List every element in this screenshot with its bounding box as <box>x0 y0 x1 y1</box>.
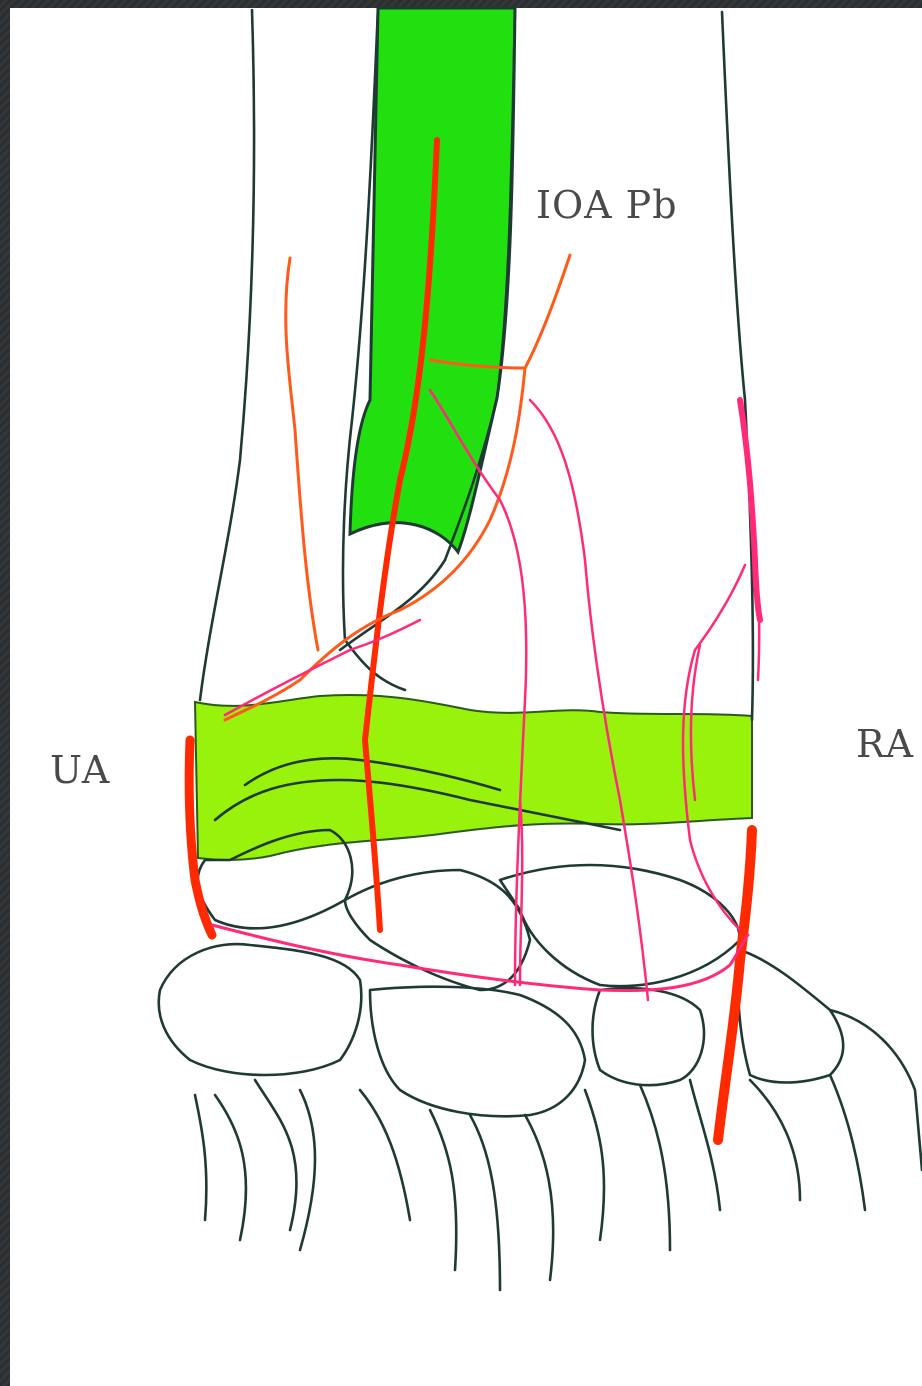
ulna-outline-left <box>200 10 254 700</box>
radius-outline-right <box>722 12 753 720</box>
label-ra: RA <box>856 722 914 766</box>
pink-central-branches <box>225 390 745 1000</box>
metaphysis-curve <box>340 560 445 690</box>
carpal-center <box>370 987 585 1117</box>
label-ioa-pb: IOA Pb <box>536 183 678 227</box>
label-ua: UA <box>50 748 110 792</box>
growth-plate-band <box>195 695 752 860</box>
radial-artery <box>718 830 752 1140</box>
carpal-center-right <box>593 988 704 1085</box>
metacarpal-bases <box>195 1080 800 1290</box>
carpal-trapezium <box>738 950 843 1083</box>
carpal-scaphoid <box>500 865 740 986</box>
orange-left-branch <box>286 258 318 650</box>
carpal-left-large <box>159 944 362 1075</box>
